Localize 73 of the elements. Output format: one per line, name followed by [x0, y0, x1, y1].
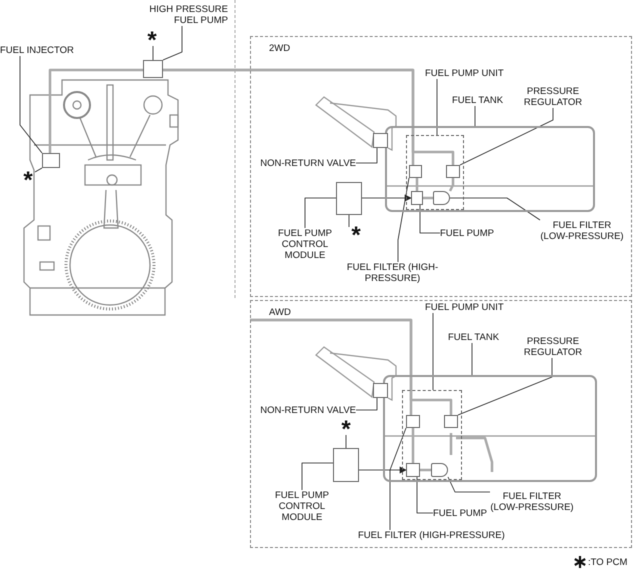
leader-line [436, 78, 438, 136]
valve-part [373, 133, 388, 148]
filter-part [409, 165, 422, 178]
pump-part [406, 463, 420, 477]
fuel-line [420, 468, 431, 472]
leader-line [302, 462, 334, 490]
asterisk-mark: * [145, 32, 159, 46]
leader-line [152, 46, 154, 60]
leader-line [356, 148, 378, 164]
leader-line [348, 214, 350, 228]
fuel-line [448, 178, 454, 192]
part-label: FUEL TANK [452, 95, 507, 106]
injector-part [42, 153, 60, 168]
fuel-line [48, 68, 143, 153]
part-label: FUEL PUMP UNIT [425, 68, 509, 79]
asterisk-mark: * [339, 421, 353, 435]
part-label: FUEL FILTER (LOW-PRESSURE) [540, 220, 624, 242]
regulator-part [446, 165, 460, 178]
leader-line [474, 106, 476, 126]
leader-line [416, 476, 434, 514]
part-label: FUEL PUMP CONTROL MODULE [272, 228, 338, 261]
leader-line [20, 56, 42, 154]
part-label: FUEL PUMP CONTROL MODULE [269, 490, 335, 523]
asterisk-mark: * [349, 227, 363, 241]
leader-line [390, 428, 406, 530]
legend-label: :TO PCM [588, 557, 628, 568]
leader-line [162, 26, 182, 60]
part-label: FUEL INJECTOR [0, 45, 84, 56]
part-label: PRESSURE REGULATOR [520, 336, 586, 358]
filter-part [433, 191, 450, 205]
filter-part [406, 415, 420, 428]
leader-line [448, 476, 490, 492]
control-module-part [336, 182, 362, 215]
filter-part [431, 463, 448, 477]
part-label: NON-RETURN VALVE [254, 158, 356, 169]
part-label: FUEL TANK [448, 332, 503, 343]
leader-line [398, 178, 410, 262]
valve-part [373, 383, 388, 398]
pump-unit-outline [406, 135, 464, 210]
fuel-line [423, 196, 433, 200]
arrow [362, 194, 412, 202]
regulator-part [444, 415, 458, 428]
part-label: FUEL FILTER (HIGH-PRESSURE) [358, 530, 523, 541]
leader-line [458, 358, 552, 416]
part-label: NON-RETURN VALVE [254, 405, 356, 416]
part-label: FUEL PUMP [440, 228, 500, 239]
leader-line [34, 168, 42, 172]
leader-line [420, 204, 440, 234]
leader-line [356, 398, 378, 410]
section-label: AWD [269, 307, 291, 318]
section-frame [250, 300, 632, 548]
leader-line [304, 198, 336, 228]
leader-line [460, 108, 554, 166]
pump-unit-outline [402, 390, 462, 480]
part-label: PRESSURE REGULATOR [520, 86, 586, 108]
pump-part [411, 191, 423, 205]
high-pressure-pump-part [143, 60, 163, 78]
part-label: FUEL PUMP UNIT [425, 302, 509, 313]
fuel-line [248, 318, 452, 415]
asterisk-mark: * [21, 172, 35, 186]
part-label: FUEL FILTER (LOW-PRESSURE) [490, 491, 574, 513]
fuel-tank-outline [385, 126, 595, 212]
section-label: 2WD [269, 43, 290, 54]
arrow [358, 466, 407, 474]
leader-line [432, 312, 434, 390]
fuel-tank-outline [383, 375, 597, 482]
part-label: HIGH PRESSURE FUEL PUMP [136, 4, 228, 26]
fuel-line [416, 178, 418, 191]
fuel-line [412, 428, 414, 463]
leader-line [450, 198, 540, 220]
section-frame [250, 36, 632, 297]
control-module-part [333, 448, 359, 482]
part-label: FUEL FILTER (HIGH-PRESSURE) [345, 262, 440, 284]
